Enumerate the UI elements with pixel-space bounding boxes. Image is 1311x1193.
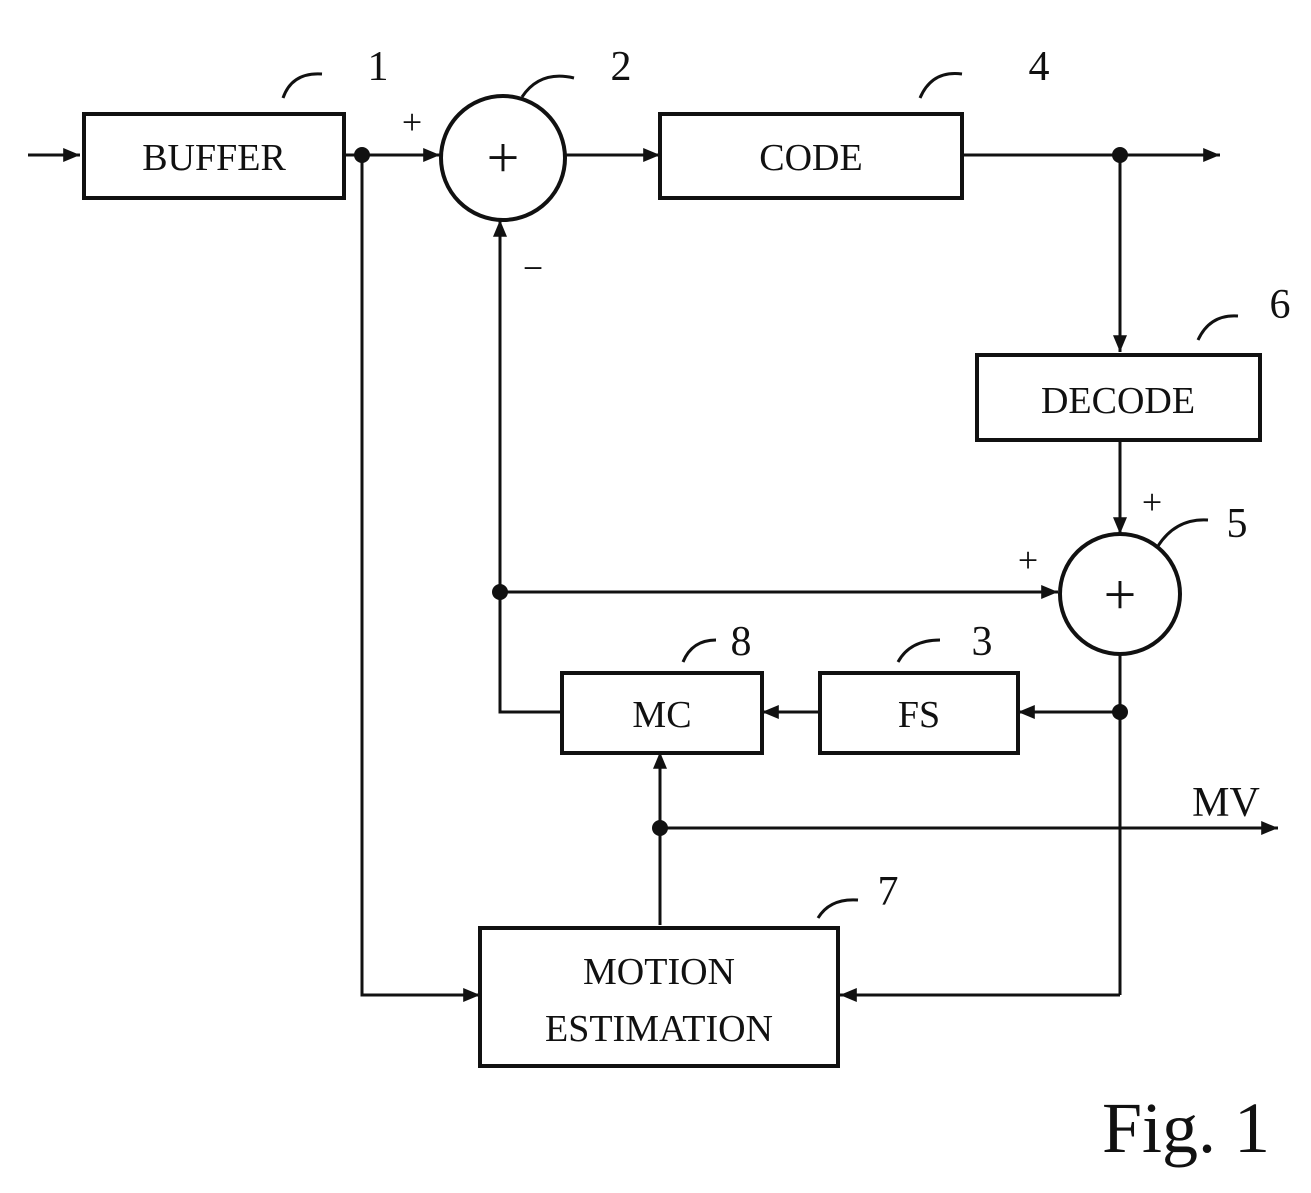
motion-estimation-label-line2: ESTIMATION [545, 1008, 773, 1050]
buffer-to-motion-estimation-wire [362, 155, 480, 995]
summer-5: + [1060, 534, 1180, 654]
mc-label: MC [632, 694, 691, 736]
summer-2-symbol: + [487, 125, 520, 190]
mv-label: MV [1192, 780, 1260, 826]
buffer-ref: 1 [368, 44, 389, 90]
code-ref: 4 [1029, 44, 1050, 90]
summer-2: + [441, 96, 565, 220]
motion-estimation-ref: 7 [878, 869, 899, 915]
fs-block: FS [820, 673, 1018, 753]
leader-line [683, 640, 716, 662]
leader-line [818, 900, 858, 918]
leader-line [283, 74, 322, 98]
leader-line [522, 76, 574, 97]
leader-line [1198, 316, 1238, 340]
code-label: CODE [759, 137, 862, 179]
motion-estimation-label-line1: MOTION [583, 951, 735, 993]
sum5-left-plus-sign: + [1018, 540, 1038, 580]
decode-block: DECODE [977, 355, 1260, 440]
leader-line [920, 74, 962, 99]
buffer-block: BUFFER [84, 114, 344, 198]
fs-label: FS [898, 694, 940, 736]
decode-label: DECODE [1041, 380, 1195, 422]
leader-line [1158, 520, 1208, 546]
sum2-plus-sign: + [402, 102, 422, 142]
leader-line [898, 640, 940, 662]
sum2-minus-sign: − [523, 248, 543, 288]
motion-estimation-block: MOTION ESTIMATION [480, 928, 838, 1066]
mc-to-sum2-wire [500, 220, 562, 712]
summer-5-symbol: + [1104, 562, 1137, 627]
code-block: CODE [660, 114, 962, 198]
figure-label: Fig. 1 [1102, 1088, 1270, 1168]
decode-ref: 6 [1270, 282, 1291, 328]
mc-block: MC [562, 673, 762, 753]
buffer-label: BUFFER [142, 137, 286, 179]
sum5-top-plus-sign: + [1142, 482, 1162, 522]
summer-2-ref: 2 [611, 44, 632, 90]
junction-dot [492, 584, 508, 600]
junction-dot [652, 820, 668, 836]
junction-dot [354, 147, 370, 163]
summer-5-ref: 5 [1227, 501, 1248, 547]
junction-dot [1112, 147, 1128, 163]
junction-dot [1112, 704, 1128, 720]
mc-ref: 8 [731, 619, 752, 665]
fs-ref: 3 [972, 619, 993, 665]
